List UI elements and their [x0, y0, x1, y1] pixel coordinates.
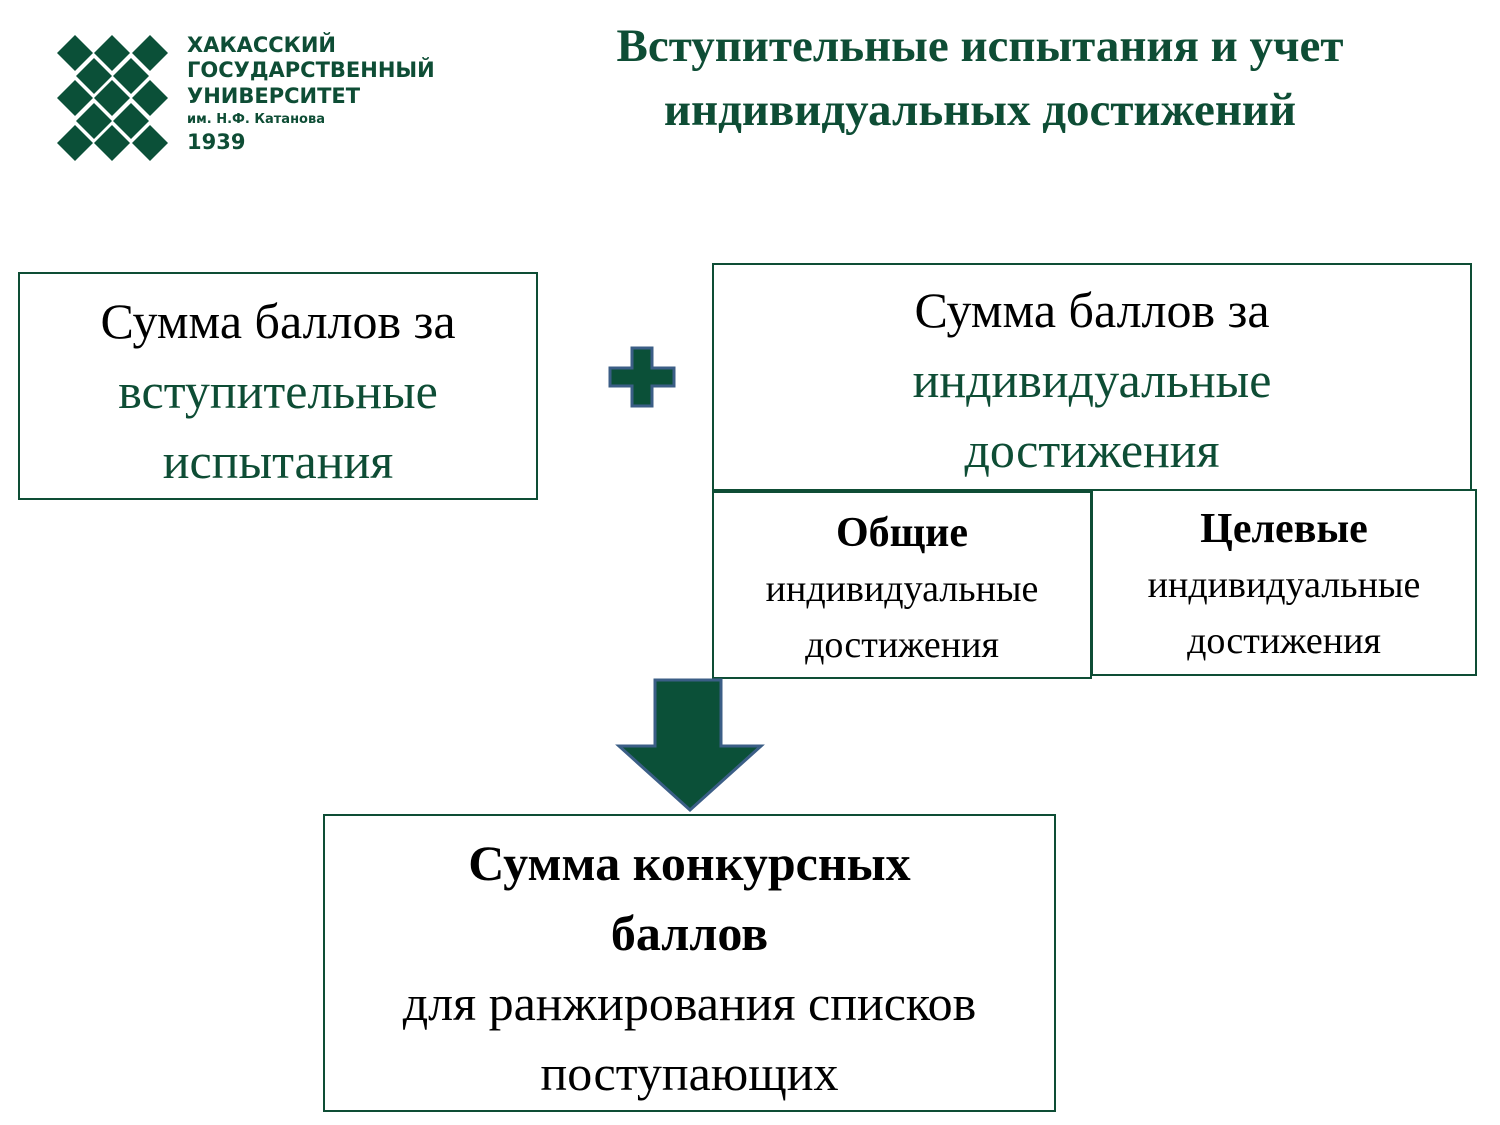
- logo-text: УНИВЕРСИТЕТ: [187, 84, 361, 108]
- logo-text: ГОСУДАРСТВЕННЫЙ: [187, 58, 435, 82]
- page-title: Вступительные испытания и учет индивидуа…: [540, 14, 1420, 142]
- arrow-down-icon: [615, 678, 765, 813]
- box-text: индивидуальные: [765, 568, 1039, 610]
- logo-diamonds-icon: [57, 35, 168, 161]
- exam-score-box: Сумма баллов за вступительные испытания: [18, 272, 538, 500]
- box-heading: Общие: [836, 510, 968, 556]
- box-text: индивидуальные: [912, 352, 1272, 408]
- target-achievements-box: Целевые индивидуальные достижения: [1091, 489, 1477, 676]
- box-text: поступающих: [540, 1045, 839, 1101]
- box-text: достижения: [964, 422, 1220, 478]
- title-line: Вступительные испытания и учет: [616, 20, 1344, 72]
- box-text: Сумма баллов за: [100, 293, 456, 349]
- box-text: достижения: [1187, 620, 1381, 662]
- logo-text: им. Н.Ф. Катанова: [187, 112, 325, 127]
- box-heading: Сумма конкурсных: [468, 835, 911, 891]
- box-text: индивидуальные: [1147, 564, 1421, 606]
- box-text: достижения: [805, 624, 999, 666]
- total-score-box: Сумма конкурсных баллов для ранжирования…: [323, 814, 1056, 1112]
- plus-icon: [608, 346, 676, 408]
- box-text: вступительные: [118, 363, 438, 419]
- box-heading: баллов: [610, 905, 769, 961]
- logo-text: 1939: [187, 130, 246, 154]
- logo-text: ХАКАССКИЙ: [187, 33, 336, 57]
- general-achievements-box: Общие индивидуальные достижения: [712, 491, 1092, 679]
- achievements-score-box: Сумма баллов за индивидуальные достижени…: [712, 263, 1472, 491]
- box-text: испытания: [162, 433, 394, 489]
- box-heading: Целевые: [1200, 506, 1368, 552]
- title-line: индивидуальных достижений: [663, 84, 1297, 136]
- box-text: Сумма баллов за: [914, 282, 1270, 338]
- box-text: для ранжирования списков: [402, 975, 977, 1031]
